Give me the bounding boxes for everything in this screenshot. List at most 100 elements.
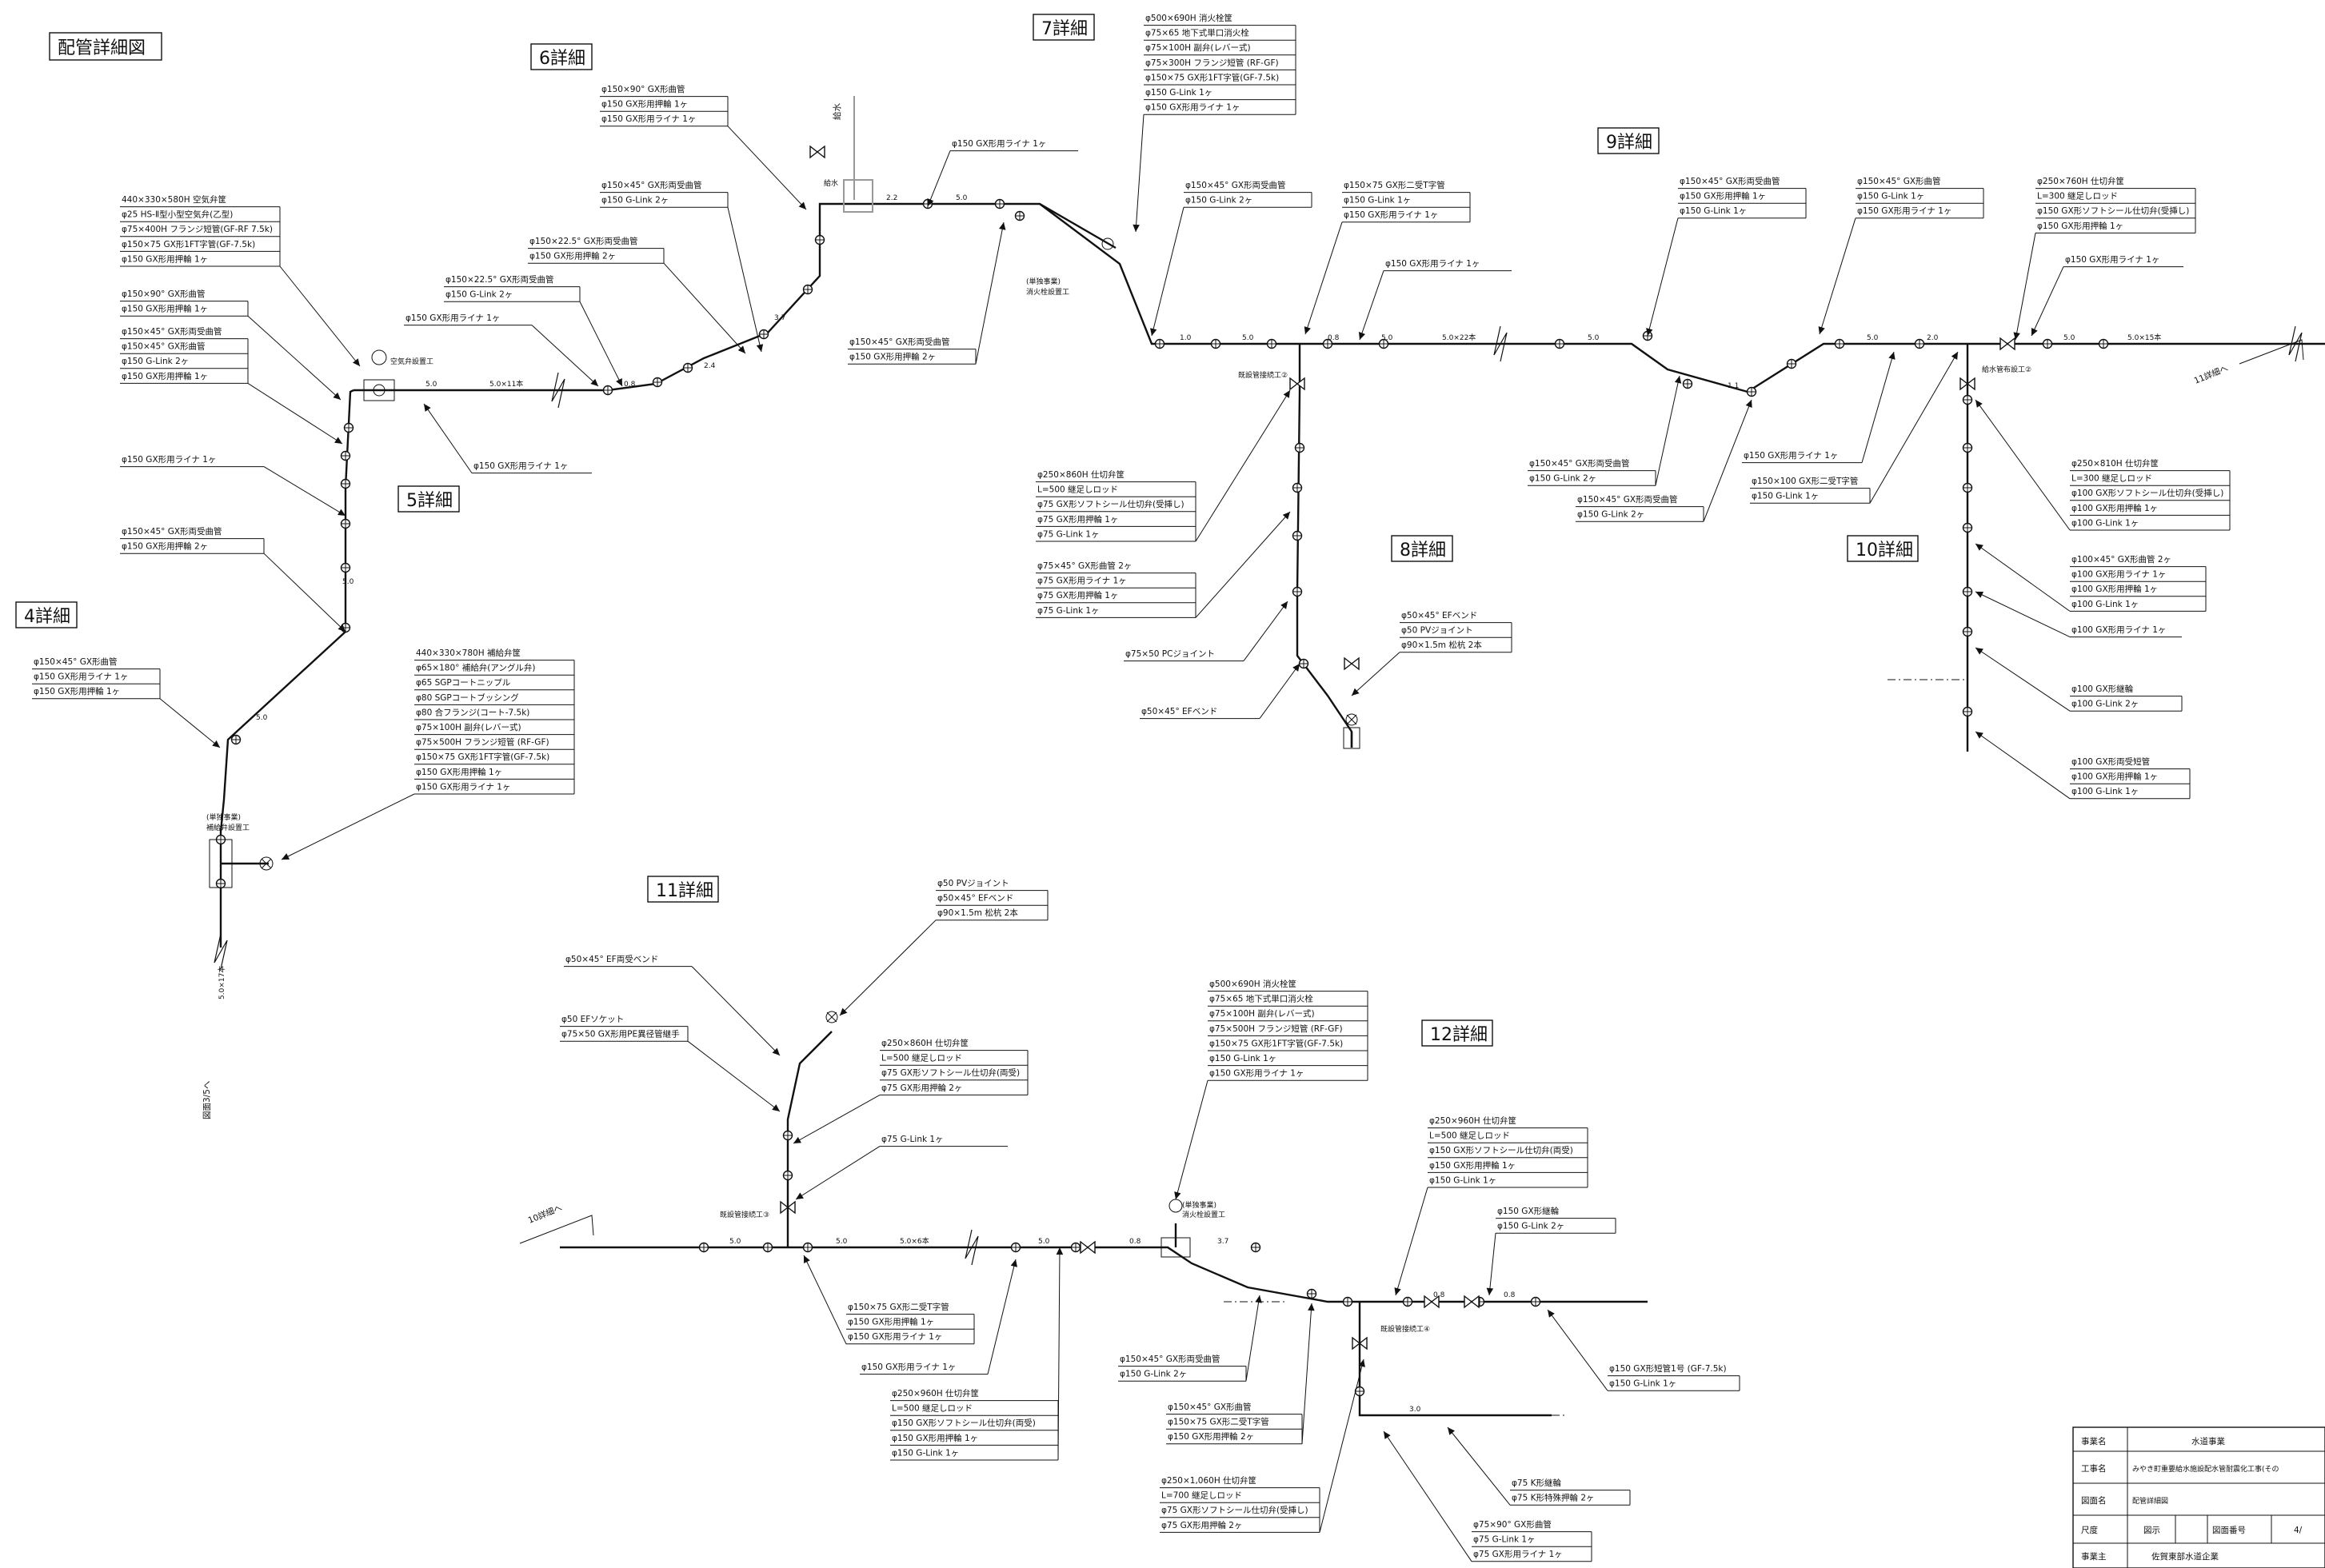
callout-line: φ150×75 GX形1FT字管(GF-7.5k) (1145, 72, 1279, 82)
callout-line: φ150 GX形用ライナ 1ヶ (34, 672, 128, 682)
svg-text:3.0: 3.0 (1409, 1406, 1421, 1414)
leader-arrowhead (1951, 352, 1958, 360)
callout-c7d: φ150 GX形用ライナ 1ヶ (1358, 259, 1512, 341)
hydrant7-label-1: (単独事業) (1026, 277, 1061, 286)
callout-c10e: φ100 GX形用ライナ 1ヶ (1975, 591, 2182, 638)
leader-line (687, 1040, 781, 1112)
leader-line (159, 698, 221, 748)
callout-line: φ75×300H フランジ短管 (RF-GF) (1145, 58, 1279, 68)
callout-c5g: φ150 GX形用ライナ 1ヶ (404, 313, 599, 387)
leader-line (531, 325, 599, 387)
leader-line (1359, 270, 1384, 341)
heading-frame-12 (1421, 1019, 1493, 1047)
detail-heading-8: 8詳細 (1400, 541, 1446, 561)
hydrant7-label-2: 消火栓設置工 (1026, 287, 1069, 297)
leader-line (663, 262, 746, 354)
pipe-branch-11 (786, 1031, 833, 1247)
heading-frame-11 (647, 876, 719, 903)
callout-line: φ100 GX形用押輪 1ヶ (2071, 772, 2158, 782)
callout-c5d: φ150 GX形用ライナ 1ヶ (120, 455, 346, 517)
callout-line: φ150 GX形用ライナ 1ヶ (952, 139, 1046, 149)
pipe-hydrant-7 (1039, 202, 1117, 249)
callout-line: φ75 G-Link 1ヶ (1037, 529, 1100, 539)
title-block: 事業名 水道事業 工事名 みやき町重要給水施設配水管耐震化工事(その 図面名 配… (2072, 1426, 2325, 1568)
leader-line (727, 207, 762, 353)
leader-arrowhead (1818, 326, 1825, 334)
leader-arrowhead (1975, 732, 1983, 739)
leader-line (803, 1255, 847, 1345)
callout-line: φ50 PVジョイント (1401, 626, 1473, 636)
leader-line (1243, 600, 1288, 661)
callout-line: φ100 GX形用押輪 1ヶ (2071, 503, 2158, 513)
callout-line: φ90×1.5m 松杭 2本 (937, 908, 1018, 918)
callout-line: φ150 G-Link 1ヶ (1680, 206, 1747, 216)
leader-arrowhead (756, 344, 764, 352)
callout-line: φ75 GX形用ライナ 1ヶ (1037, 577, 1127, 586)
leader-line (1975, 591, 2071, 638)
callout-line: φ150 GX形用ライナ 1ヶ (2065, 255, 2159, 265)
callout-line: φ150×90° GX形曲管 (601, 84, 685, 94)
svg-text:0.8: 0.8 (624, 381, 636, 389)
callout-c8c: φ75×50 PCジョイント (1124, 600, 1288, 662)
tb-value-number: 4/ (2294, 1526, 2303, 1535)
detail-heading-5: 5詳細 (406, 491, 453, 511)
leader-arrowhead (353, 358, 360, 366)
svg-text:5.0: 5.0 (1038, 1238, 1050, 1246)
callout-line: φ150×45° GX形両受曲管 (601, 180, 702, 190)
leader-line (1647, 217, 1679, 337)
callout-line: φ75 G-Link 1ヶ (1037, 606, 1100, 616)
callout-line: φ150 GX形用押輪 1ヶ (1680, 191, 1766, 201)
callout-line: φ100 GX形継輪 (2071, 684, 2134, 694)
dimension-labels: 5.0 5.0×11本 0.8 2.4 2.2 5.0 3.7 1.0 5.0 … (217, 194, 2161, 1414)
leader-line (1975, 543, 2071, 612)
callout-line: φ75 GX形用押輪 2ヶ (1161, 1520, 1242, 1530)
callout-line: φ150 GX形ソフトシール仕切弁(両受) (892, 1418, 1036, 1428)
callout-line: φ150×100 GX形二受T字管 (1752, 476, 1858, 486)
callout-line: φ150 GX形用ライナ 1ヶ (1344, 210, 1438, 220)
callout-line: φ150 GX形用ライナ 1ヶ (416, 782, 510, 792)
callout-line: φ90×1.5m 松杭 2本 (1401, 640, 1482, 650)
leader-line (1135, 114, 1145, 233)
callout-line: φ150 GX形ソフトシール仕切弁(受挿し) (2037, 205, 2189, 216)
callout-line: φ75 K形特殊押輪 2ヶ (1512, 1493, 1595, 1503)
callout-line: φ150×45° GX形両受曲管 (1529, 458, 1630, 469)
leader-arrowhead (1133, 224, 1140, 232)
leader-line (1655, 375, 1680, 486)
callout-line: φ75×50 GX形用PE異径管継手 (561, 1029, 680, 1039)
leader-arrowhead (927, 198, 934, 206)
callout-line: L=500 継足しロッド (881, 1053, 962, 1063)
callout-line: φ150 GX形用ライナ 1ヶ (1145, 103, 1240, 113)
callout-line: φ65 SGPコートニップル (416, 678, 510, 688)
callout-line: φ150 G-Link 1ヶ (1145, 88, 1212, 98)
callout-line: φ150 GX形用ライナ 1ヶ (1209, 1069, 1304, 1079)
callout-line: φ250×860H 仕切弁筐 (1037, 469, 1125, 480)
callout-line: φ100 GX形用ライナ 1ヶ (2071, 570, 2166, 580)
callout-c11g: φ150 GX形用ライナ 1ヶ (860, 1259, 1018, 1375)
callout-line: L=500 継足しロッド (1429, 1131, 1510, 1141)
leader-arrowhead (1975, 544, 1983, 551)
leader-arrowhead (1975, 592, 1983, 598)
leader-line (1869, 351, 1959, 504)
svg-text:5.0: 5.0 (729, 1238, 741, 1246)
callout-line: φ150 G-Link 2ヶ (1497, 1222, 1564, 1231)
leader-arrowhead (1292, 664, 1300, 672)
drain-label-1: (単独事業) (206, 812, 241, 822)
svg-text:5.0: 5.0 (1588, 334, 1600, 342)
callout-line: φ150 GX形用押輪 1ヶ (122, 371, 208, 381)
callout-line: φ75 GX形用押輪 2ヶ (881, 1083, 962, 1093)
leader-line (1975, 731, 2071, 800)
callout-line: φ100 GX形用ライナ 1ヶ (2071, 625, 2166, 635)
tb-label-work: 工事名 (2081, 1463, 2107, 1474)
svg-text:0.8: 0.8 (1433, 1291, 1445, 1299)
leader-line (1351, 652, 1400, 696)
callout-line: φ150 GX形用押輪 2ヶ (122, 541, 208, 552)
leader-arrowhead (424, 404, 431, 412)
